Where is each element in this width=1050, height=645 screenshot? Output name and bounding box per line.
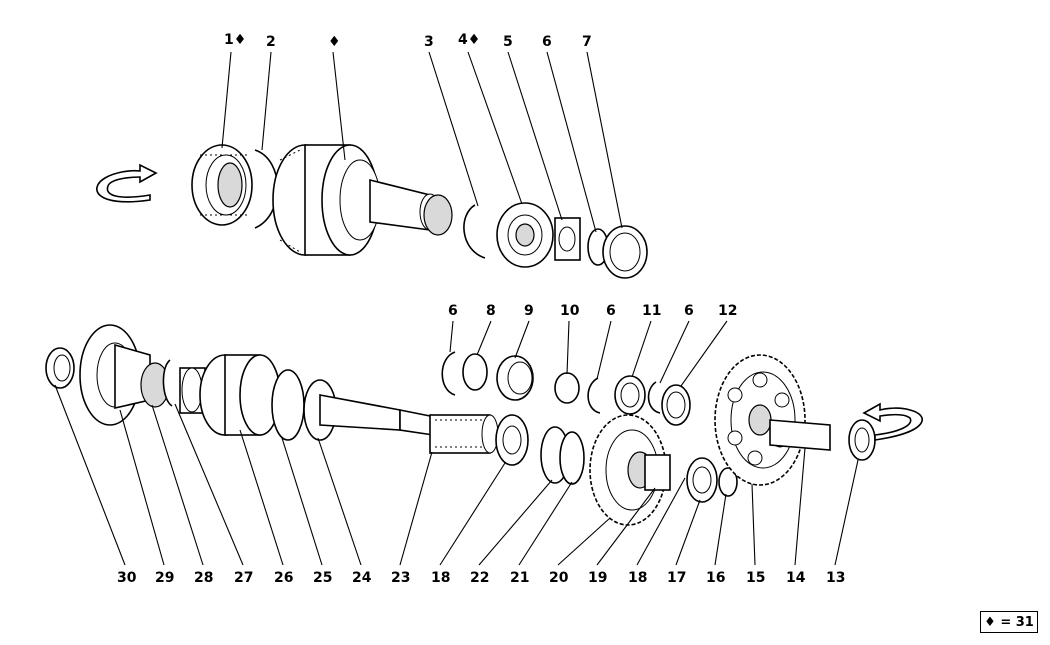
label-3: 3 xyxy=(424,34,434,50)
part-1-clutch-drum xyxy=(191,144,253,226)
label-19: 19 xyxy=(588,570,607,586)
label-14: 14 xyxy=(786,570,806,586)
part-15-large-gear xyxy=(714,354,806,486)
part-26-drum xyxy=(199,354,281,436)
label-23: 23 xyxy=(391,570,410,586)
label-16: 16 xyxy=(706,570,725,586)
label-7: 7 xyxy=(582,34,592,50)
part-20-gear xyxy=(589,414,667,526)
rotation-arrow-right xyxy=(862,402,923,441)
label-17: 17 xyxy=(667,570,686,586)
label-22: 22 xyxy=(470,570,489,586)
label-mid-6a: 6 xyxy=(448,303,458,319)
part-17-bearing xyxy=(686,457,718,503)
label-30: 30 xyxy=(117,570,137,586)
part-29-flange xyxy=(79,324,170,426)
middle-leaders xyxy=(449,320,728,387)
label-1: 1♦ xyxy=(224,32,246,48)
legend-box: ♦ = 31 xyxy=(980,611,1038,633)
label-20: 20 xyxy=(549,570,569,586)
bottom-leaders xyxy=(54,384,859,566)
label-mid-6b: 6 xyxy=(606,303,616,319)
label-10: 10 xyxy=(560,303,580,319)
part-30-cover xyxy=(45,347,75,389)
label-18a: 18 xyxy=(431,570,450,586)
main-hub-gear xyxy=(272,144,453,256)
label-2: 2 xyxy=(266,34,276,50)
label-mid-6c: 6 xyxy=(684,303,694,319)
part-23-spline-sleeve xyxy=(429,414,499,454)
upper-leaders xyxy=(221,51,623,233)
part-13-needle-bearing xyxy=(848,419,876,461)
label-4: 4♦ xyxy=(458,32,480,48)
lower-assembly xyxy=(45,324,923,526)
upper-assembly xyxy=(96,144,648,279)
label-26: 26 xyxy=(274,570,293,586)
label-12: 12 xyxy=(718,303,737,319)
part-25-circlip xyxy=(271,369,305,441)
part-7-seal-ring xyxy=(602,225,648,279)
label-25: 25 xyxy=(313,570,332,586)
label-24: 24 xyxy=(352,570,372,586)
part-4-bearing xyxy=(496,202,554,268)
part-14-shaft xyxy=(769,419,831,451)
middle-parts xyxy=(441,351,691,426)
part-16-ring xyxy=(718,467,738,497)
label-18b: 18 xyxy=(628,570,647,586)
part-18-bushing xyxy=(495,414,529,466)
part-19-hub xyxy=(644,454,671,491)
label-28: 28 xyxy=(194,570,213,586)
part-28-ring xyxy=(162,359,173,407)
part-24-main-shaft xyxy=(303,379,441,441)
rotation-arrow-left xyxy=(96,163,158,203)
label-6: 6 xyxy=(542,34,552,50)
label-9: 9 xyxy=(524,303,534,319)
part-5-spacer xyxy=(554,217,581,261)
label-13: 13 xyxy=(826,570,845,586)
label-8: 8 xyxy=(486,303,496,319)
bottom-labels: 30 29 28 27 26 25 24 23 18 22 21 20 19 1… xyxy=(117,570,845,586)
label-15: 15 xyxy=(746,570,765,586)
label-diamond: ♦ xyxy=(328,34,341,50)
label-11: 11 xyxy=(642,303,661,319)
label-21: 21 xyxy=(510,570,529,586)
label-5: 5 xyxy=(503,34,513,50)
label-29: 29 xyxy=(155,570,174,586)
middle-labels: 6 8 9 10 6 11 6 12 xyxy=(448,303,737,319)
part-22-21-synchro xyxy=(540,426,585,485)
part-3-snap-ring xyxy=(463,204,486,259)
label-27: 27 xyxy=(234,570,253,586)
upper-labels: 1♦ 2 ♦ 3 4♦ 5 6 7 xyxy=(224,32,592,50)
